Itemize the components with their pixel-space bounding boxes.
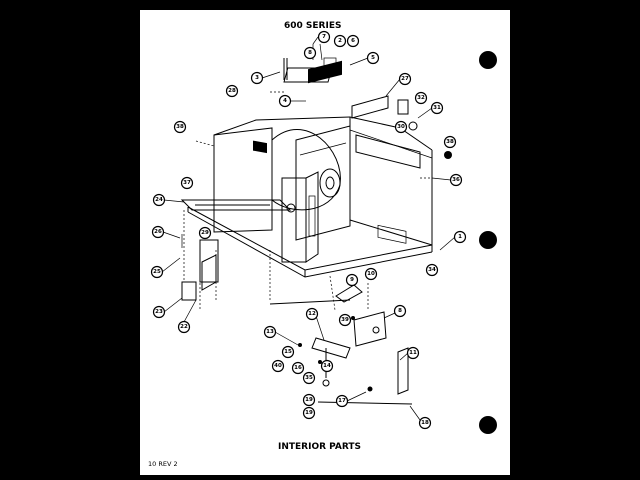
callout-19-b: 19 (302, 406, 316, 420)
diagram-title: 600 SERIES (284, 21, 341, 31)
control-assembly (269, 284, 413, 405)
svg-text:19: 19 (305, 410, 313, 416)
callout-1: 1 (439, 230, 467, 251)
cabinet-base-frame (180, 199, 433, 278)
callout-26: 26 (151, 225, 181, 239)
callout-24: 24 (152, 193, 185, 207)
callout-27: 27 (385, 72, 412, 97)
callout-6: 6 (346, 34, 360, 48)
callout-4: 4 (278, 94, 306, 108)
svg-text:25: 25 (153, 269, 161, 275)
svg-text:26: 26 (154, 229, 162, 235)
right-top-hardware (351, 95, 452, 159)
svg-text:1: 1 (458, 234, 462, 240)
callout-35: 35 (302, 371, 316, 385)
svg-text:13: 13 (266, 329, 274, 335)
front-partition-panel (295, 60, 351, 241)
callout-8-lower: 8 (383, 304, 407, 319)
callout-36: 36 (431, 173, 463, 187)
cabinet-walls (213, 116, 433, 246)
svg-text:17: 17 (338, 398, 346, 404)
callout-30: 30 (394, 120, 408, 134)
callout-13: 13 (263, 325, 299, 346)
svg-text:38: 38 (176, 124, 184, 130)
svg-text:36: 36 (452, 177, 460, 183)
svg-text:28: 28 (228, 88, 236, 94)
callout-3: 3 (250, 71, 281, 85)
diagram-caption: INTERIOR PARTS (278, 442, 361, 452)
callout-22: 22 (177, 299, 197, 334)
revision-footer: 10 REV 2 (148, 460, 178, 468)
svg-text:7: 7 (322, 34, 326, 40)
callout-29: 29 (198, 226, 212, 240)
callout-10: 10 (364, 267, 378, 281)
svg-text:15: 15 (284, 349, 292, 355)
svg-text:35: 35 (305, 375, 313, 381)
callout-17: 17 (335, 391, 367, 408)
callout-32: 32 (414, 91, 428, 105)
svg-text:9: 9 (350, 277, 354, 283)
svg-text:22: 22 (180, 324, 188, 330)
callout-39: 39 (338, 313, 352, 327)
callouts: 7 2 6 8 5 3 28 4 27 32 31 30 38 38 36 37… (150, 30, 467, 430)
svg-text:2: 2 (338, 38, 342, 44)
svg-text:6: 6 (351, 38, 355, 44)
binder-hole-bottom (479, 416, 497, 434)
callout-38-left: 38 (173, 120, 187, 134)
callout-38-right: 38 (443, 135, 457, 149)
callout-23: 23 (152, 297, 183, 319)
svg-text:12: 12 (308, 311, 316, 317)
binder-hole-top (479, 51, 497, 69)
blower-wheel (271, 128, 341, 211)
callout-40: 40 (271, 359, 285, 373)
callout-8: 8 (303, 46, 317, 60)
svg-text:31: 31 (433, 105, 441, 111)
top-small-parts (253, 43, 337, 154)
callout-16: 16 (291, 361, 305, 375)
callout-7: 7 (312, 30, 331, 45)
svg-text:11: 11 (409, 350, 417, 356)
svg-text:8: 8 (308, 50, 312, 56)
svg-text:23: 23 (155, 309, 163, 315)
binder-hole-middle (479, 231, 497, 249)
svg-text:4: 4 (283, 98, 287, 104)
callout-37: 37 (180, 176, 194, 190)
callout-25: 25 (150, 257, 181, 279)
callout-18: 18 (409, 405, 432, 430)
svg-text:37: 37 (183, 180, 191, 186)
svg-text:40: 40 (274, 363, 282, 369)
callout-34: 34 (425, 263, 439, 277)
svg-text:32: 32 (417, 95, 425, 101)
svg-text:34: 34 (428, 267, 436, 273)
svg-text:3: 3 (255, 75, 259, 81)
callout-14: 14 (320, 359, 334, 373)
left-bracket-parts (181, 234, 219, 301)
callout-11: 11 (399, 346, 420, 361)
callout-15: 15 (281, 345, 295, 359)
callout-2: 2 (333, 34, 347, 48)
svg-text:10: 10 (367, 271, 375, 277)
svg-text:27: 27 (401, 76, 409, 82)
callout-5: 5 (349, 51, 380, 66)
svg-text:19: 19 (305, 397, 313, 403)
svg-text:8: 8 (398, 308, 402, 314)
callout-19-a: 19 (302, 393, 316, 407)
svg-text:29: 29 (201, 230, 209, 236)
svg-text:18: 18 (421, 420, 429, 426)
callout-31: 31 (417, 101, 444, 119)
callout-12: 12 (305, 307, 325, 341)
callout-9: 9 (345, 273, 359, 287)
center-upright-panel (281, 171, 319, 263)
svg-text:30: 30 (397, 124, 405, 130)
svg-text:24: 24 (155, 197, 163, 203)
svg-text:38: 38 (446, 139, 454, 145)
svg-text:5: 5 (371, 55, 375, 61)
leader-lines (183, 91, 432, 311)
svg-text:16: 16 (294, 365, 302, 371)
callout-28: 28 (225, 84, 239, 98)
svg-text:14: 14 (323, 363, 331, 369)
svg-text:39: 39 (341, 317, 349, 323)
